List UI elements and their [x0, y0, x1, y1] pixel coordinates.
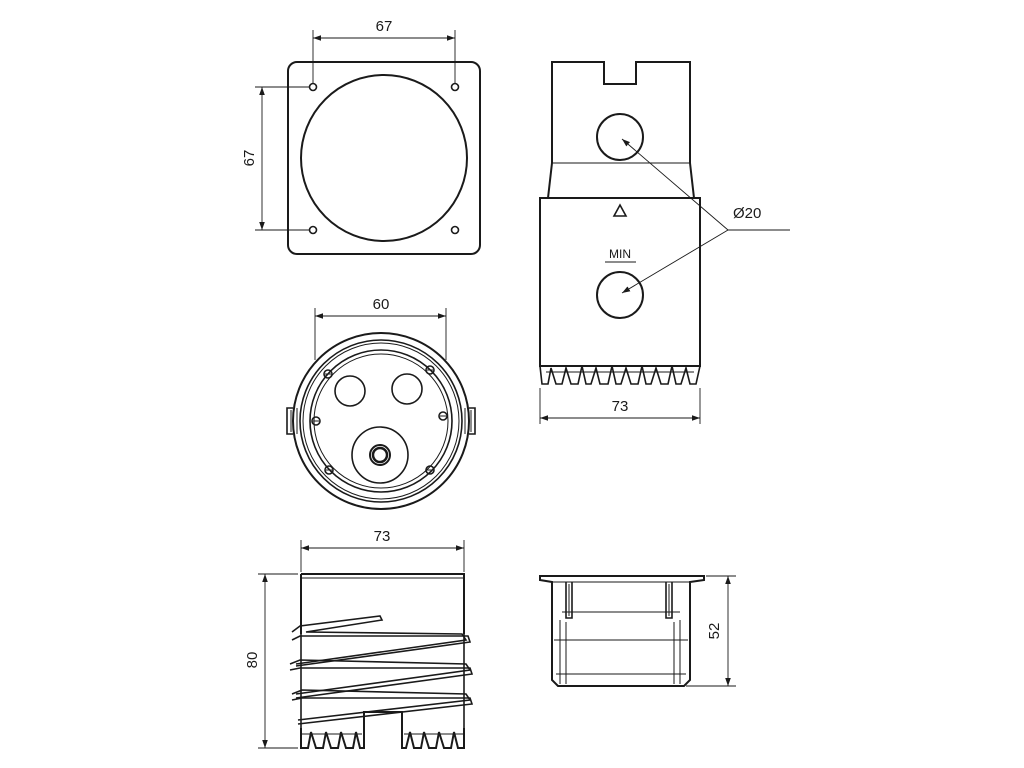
screw-icon	[323, 369, 333, 379]
cable-hole-lower	[596, 271, 644, 319]
flange-plate-opening	[300, 74, 468, 242]
dimension-plate-width: 67	[376, 18, 393, 35]
side-clip-left	[286, 407, 293, 435]
screw-icon	[425, 465, 435, 475]
thread-band	[289, 659, 472, 695]
dimension-front-height: 80	[244, 652, 261, 669]
leader-line-lower	[621, 229, 729, 294]
thread-band	[291, 635, 472, 667]
central-port-hole	[371, 446, 389, 464]
cup-clip-left	[565, 582, 573, 619]
screw-icon	[438, 411, 448, 421]
screw-icon	[324, 465, 334, 475]
conduit-hole-right	[391, 373, 423, 405]
cup-clip-right	[665, 582, 673, 619]
dimension-housing-diameter: 60	[373, 296, 390, 313]
mounting-hole	[450, 82, 460, 92]
cup-side-view: 52	[539, 575, 736, 687]
min-level-label: MIN	[609, 247, 631, 261]
dimension-side-width: 73	[612, 398, 629, 415]
dimension-front-width: 73	[374, 528, 391, 545]
dimension-plate-height: 67	[241, 150, 258, 167]
dimension-hole-diameter: Ø20	[733, 205, 761, 222]
leader-line-upper	[621, 138, 729, 231]
thread-band	[289, 667, 474, 699]
cable-hole-upper	[596, 113, 644, 161]
mounting-hole	[308, 82, 318, 92]
screw-icon	[425, 365, 435, 375]
conduit-hole-left	[334, 375, 366, 407]
central-port-ring	[369, 444, 391, 466]
screw-icon	[311, 416, 321, 426]
front-tube-outline	[300, 573, 465, 634]
lower-housing-outline	[539, 197, 701, 367]
side-clip-right	[469, 407, 476, 435]
threaded-front-view: 73 80	[244, 528, 474, 749]
flange-plate-outline	[287, 61, 481, 255]
thread-band	[291, 689, 472, 721]
thread-band	[291, 697, 474, 725]
dimension-cup-height: 52	[706, 623, 723, 640]
cup-outline	[539, 575, 705, 687]
housing-ring	[299, 339, 463, 503]
serrated-bottom-edge	[539, 365, 701, 385]
flange-plate-view: 67 67	[241, 18, 481, 255]
housing-outer-ring	[292, 332, 470, 510]
housing-ring	[302, 342, 460, 500]
thread-band	[291, 615, 468, 665]
mounting-hole	[450, 225, 460, 235]
housing-top-view: 60	[286, 296, 476, 510]
mounting-hole	[308, 225, 318, 235]
side-view: MIN Ø20 73	[539, 61, 790, 424]
triangle-mark-icon	[612, 203, 628, 217]
central-port-outer	[351, 426, 409, 484]
upper-tube-outline	[547, 61, 695, 199]
castellated-bottom	[300, 711, 465, 749]
housing-inner-ring	[309, 349, 453, 493]
